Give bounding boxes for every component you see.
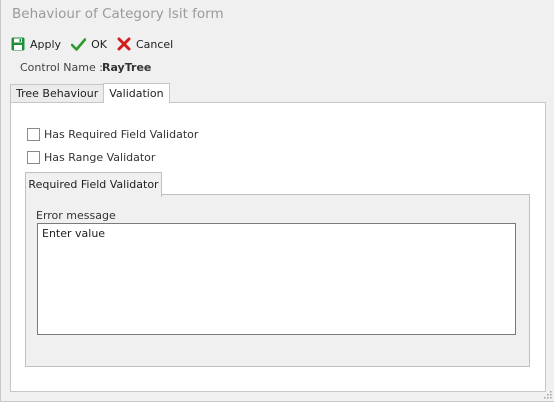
check-icon <box>71 37 87 51</box>
toolbar: Apply OK Cancel <box>11 35 183 53</box>
window-title: Behaviour of Category lsit form <box>12 6 224 22</box>
control-name-value: RayTree <box>102 61 152 74</box>
has-required-label: Has Required Field Validator <box>44 128 199 141</box>
checkbox-box[interactable] <box>27 128 40 141</box>
has-range-label: Has Range Validator <box>44 151 156 164</box>
checkbox-box[interactable] <box>27 151 40 164</box>
cancel-button[interactable]: Cancel <box>117 37 173 51</box>
has-range-checkbox[interactable]: Has Range Validator <box>27 151 155 164</box>
x-icon <box>117 37 131 51</box>
cancel-label: Cancel <box>135 37 174 51</box>
resize-grip-icon[interactable] <box>544 391 552 399</box>
ok-button[interactable]: OK <box>71 38 107 51</box>
error-message-label: Error message <box>36 209 116 222</box>
validation-panel: Has Required Field Validator Has Range V… <box>10 102 546 392</box>
control-name-row: Control Name : RayTree <box>20 61 151 74</box>
control-name-label: Control Name : <box>20 61 103 74</box>
tab-strip: Tree Behaviour Validation <box>10 83 170 103</box>
has-required-checkbox[interactable]: Has Required Field Validator <box>27 128 198 141</box>
apply-label: Apply <box>30 37 62 51</box>
tab-validation[interactable]: Validation <box>103 83 170 103</box>
tab-tree-behaviour[interactable]: Tree Behaviour <box>10 84 105 103</box>
save-icon <box>11 37 25 51</box>
ok-label: OK <box>91 37 107 51</box>
required-validator-panel: Error message Enter value <box>25 194 530 367</box>
apply-button[interactable]: Apply <box>11 37 61 51</box>
tab-required-field-validator[interactable]: Required Field Validator <box>25 172 162 197</box>
error-message-input[interactable]: Enter value <box>37 223 516 335</box>
